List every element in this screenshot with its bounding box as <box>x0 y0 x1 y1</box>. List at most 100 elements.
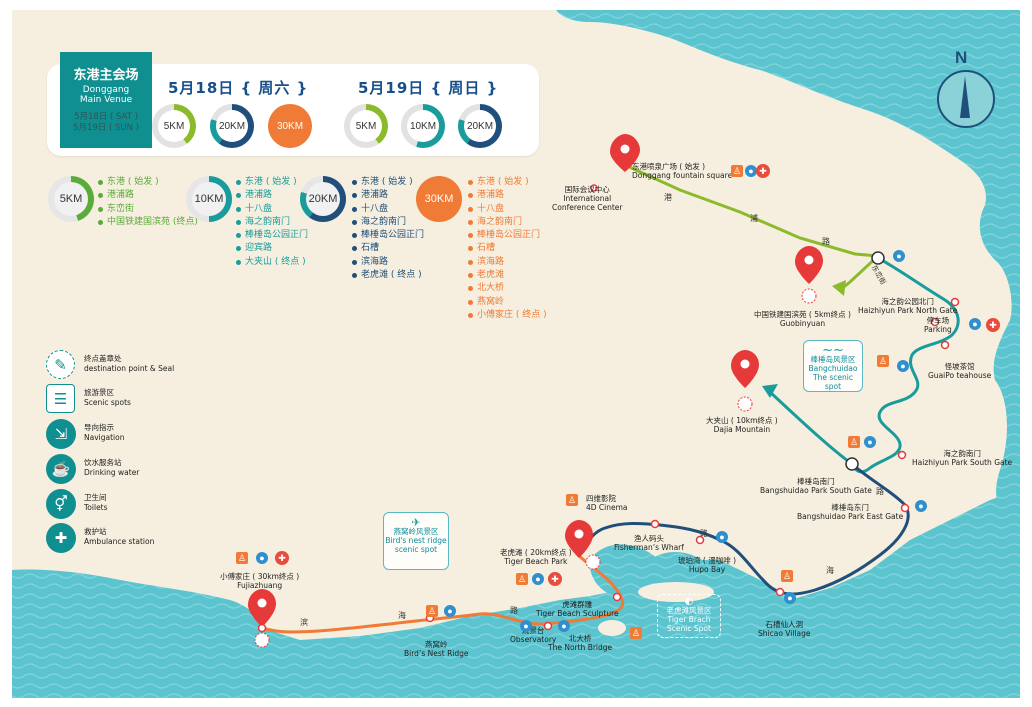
route-5k <box>624 163 882 292</box>
route-label-30km: 30KM <box>422 182 456 216</box>
destination-seal-icon: ✎ <box>46 350 75 379</box>
island <box>854 438 886 458</box>
venue-dates: 5月18日 ( SAT ) 5月19日 ( SUN ) <box>60 112 152 134</box>
toilets-icon: ⚥ <box>46 489 76 519</box>
route-10k-arrow <box>762 384 778 398</box>
waypoint <box>897 450 907 460</box>
route-label-10km: 10KM <box>192 182 226 216</box>
waypoint <box>930 317 940 327</box>
race-ring-5km[interactable]: 5KM <box>344 104 388 148</box>
waypoint <box>543 621 553 631</box>
route-list-5km: 东港 ( 始发 ) 港浦路 东峦街 中国铁建国滨苑 (终点) <box>98 176 198 229</box>
day2-header: 5月19日 { 周日 } <box>358 79 499 97</box>
waypoint <box>775 587 785 597</box>
waypoint <box>695 535 705 545</box>
road-char: 海 <box>398 611 406 620</box>
waypoint <box>845 457 859 471</box>
race-ring-30km[interactable]: 30KM <box>268 104 312 148</box>
list-item: 东峦街 <box>98 203 198 216</box>
water-icon: ● <box>897 360 909 372</box>
venue-badge: 东港主会场 Donggang Main Venue <box>60 52 152 148</box>
pin-10k <box>731 350 759 388</box>
road-char: 路 <box>876 487 884 496</box>
ambulance-icon: ✚ <box>756 164 770 178</box>
water-icon: ● <box>784 592 796 604</box>
water-icon: ● <box>893 250 905 262</box>
toilet-icon: ♙ <box>630 627 642 639</box>
drinking-water-icon: ☕ <box>46 454 76 484</box>
road-char: 港 <box>664 193 672 202</box>
label-guobinyuan: 中国铁建国滨苑 ( 5km终点 )Guobinyuan <box>754 310 851 328</box>
compass-north-label: N <box>955 48 968 67</box>
race-ring-20km[interactable]: 20KM <box>458 104 502 148</box>
bird-icon: ✈ <box>411 516 421 529</box>
seal-marker <box>585 554 601 570</box>
water-icon: ● <box>256 552 268 564</box>
list-item: 东港 ( 始发 ) <box>468 176 547 189</box>
pin-5k <box>795 246 823 284</box>
island <box>598 620 626 636</box>
venue-subtitle: Donggang Main Venue <box>79 85 133 105</box>
toilet-icon: ♙ <box>781 570 793 582</box>
toilet-icon: ♙ <box>516 573 528 585</box>
list-item: 棒棰岛公园正门 <box>352 229 424 242</box>
route-30k <box>261 553 625 634</box>
ambulance-icon: ✚ <box>548 572 562 586</box>
seal-marker <box>254 632 270 648</box>
list-item: 棒棰岛公园正门 <box>236 229 308 242</box>
list-item: 滨海路 <box>468 256 547 269</box>
ambulance-icon: ✚ <box>986 318 1000 332</box>
label-dajia-mountain: 大夹山 ( 10km终点 )Dajia Mountain <box>706 416 778 434</box>
list-item: 港浦路 <box>98 189 198 202</box>
route-5k-arrow <box>832 280 846 296</box>
ambulance-icon: ✚ <box>275 551 289 565</box>
water-icon: ● <box>745 165 757 177</box>
compass: N <box>935 48 995 128</box>
sea-northeast <box>556 10 1020 540</box>
list-item: 十八盘 <box>236 203 308 216</box>
road-char: 路 <box>700 529 708 538</box>
waypoint <box>940 340 950 350</box>
route-list-10km: 东港 ( 始发 ) 港浦路 十八盘 海之韵南门 棒棰岛公园正门 迎宾路 大夹山 … <box>236 176 308 269</box>
race-ring-5km[interactable]: 5KM <box>152 104 196 148</box>
list-item: 海之韵南门 <box>468 216 547 229</box>
water-icon: ● <box>864 436 876 448</box>
waypoint <box>590 184 598 192</box>
toilet-icon: ♙ <box>426 605 438 617</box>
list-item: 东港 ( 始发 ) <box>98 176 198 189</box>
list-item: 老虎滩 ( 终点 ) <box>352 269 424 282</box>
toilet-icon: ♙ <box>877 355 889 367</box>
toilet-icon: ♙ <box>731 165 743 177</box>
dolphin-icon: ◐ <box>684 596 694 607</box>
water-icon: ● <box>969 318 981 330</box>
list-item: 港浦路 <box>236 189 308 202</box>
label-hupo-bay: 琥珀湾 ( 漫咖啡 )Hupo Bay <box>678 556 737 574</box>
water-icon: ● <box>915 500 927 512</box>
race-ring-10km[interactable]: 10KM <box>401 104 445 148</box>
day1-header: 5月18日 { 周六 } <box>168 79 309 97</box>
road-char: 浦 <box>750 214 758 223</box>
road-char: 路 <box>822 237 830 246</box>
waypoint <box>950 297 960 307</box>
pin-30k <box>248 589 276 627</box>
scenic-spots-icon: ☰ <box>46 384 75 413</box>
toilet-icon: ♙ <box>848 436 860 448</box>
pin-20k <box>565 520 593 558</box>
list-item: 北大桥 <box>468 282 547 295</box>
water-icon: ● <box>716 531 728 543</box>
list-item: 东港 ( 始发 ) <box>236 176 308 189</box>
route-list-20km: 东港 ( 始发 ) 港浦路 十八盘 海之韵南门 棒棰岛公园正门 石槽 滨海路 老… <box>352 176 424 282</box>
waypoint <box>871 251 885 265</box>
island <box>890 464 910 476</box>
race-ring-20km[interactable]: 20KM <box>210 104 254 148</box>
waypoint <box>650 519 660 529</box>
